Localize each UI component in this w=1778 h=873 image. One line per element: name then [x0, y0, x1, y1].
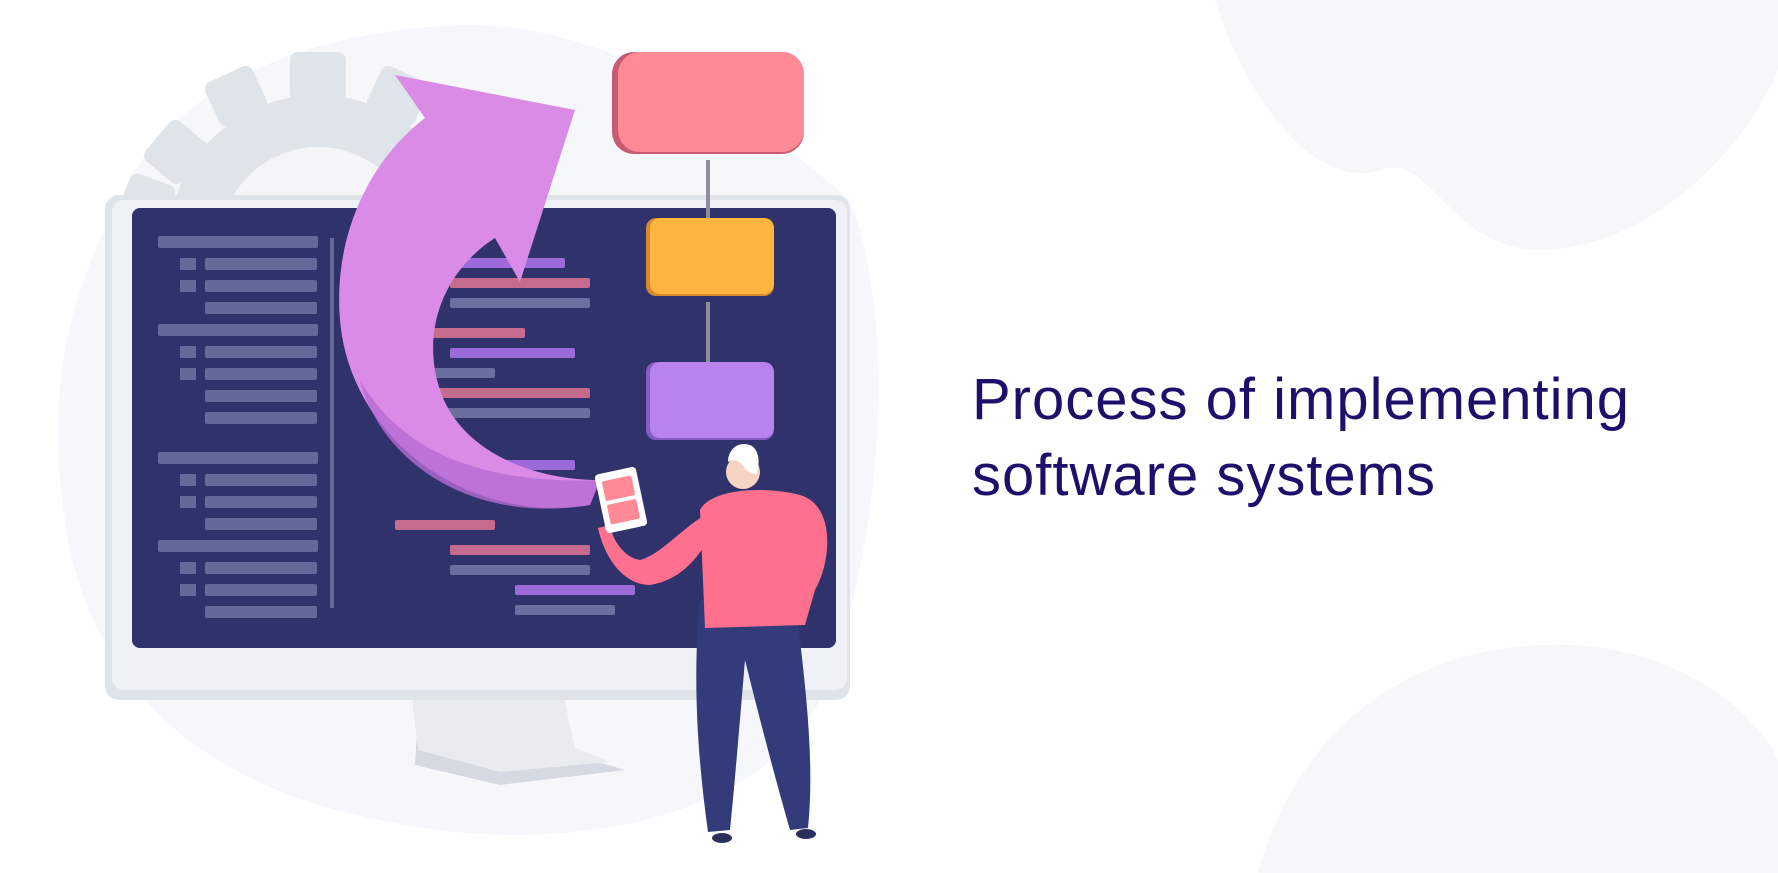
flow-node-top [618, 52, 804, 152]
flow-node-middle [650, 218, 774, 294]
curved-arrow-icon [339, 75, 600, 509]
flowchart-icon [612, 52, 804, 440]
flow-node-bottom [650, 362, 774, 438]
screen [132, 208, 836, 648]
tablet-icon [594, 467, 648, 533]
bg-blob-top-right [1215, 0, 1778, 250]
person [594, 443, 828, 843]
headline-line-1: Process of implementing [972, 367, 1631, 432]
bg-blob-bottom-right [1258, 644, 1778, 873]
headline-line-2: software systems [972, 443, 1436, 508]
page-title: Process of implementing software systems [972, 362, 1630, 514]
